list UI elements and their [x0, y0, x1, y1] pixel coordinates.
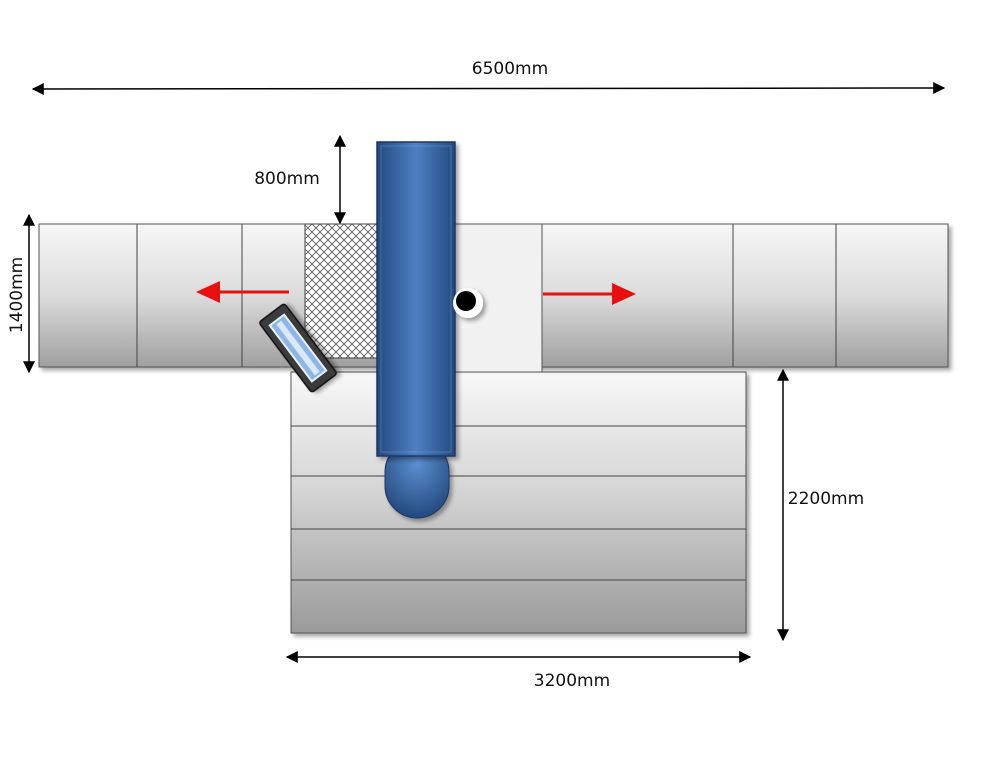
pivot-dot-icon	[453, 288, 483, 318]
dimension-total-width	[31, 82, 946, 95]
label-overhang: 800mm	[254, 169, 320, 189]
hatched-zone	[304, 223, 378, 359]
lower-table	[290, 371, 747, 634]
label-table-width: 3200mm	[534, 671, 610, 691]
robot-arm	[376, 141, 456, 519]
red-left-arrow-icon	[196, 281, 289, 303]
belt-conveyor	[38, 223, 949, 373]
scanner-icon	[259, 303, 337, 393]
red-right-arrow-icon	[543, 283, 636, 305]
label-belt-width: 1400mm	[7, 257, 27, 333]
label-table-depth: 2200mm	[788, 489, 864, 509]
label-total-width: 6500mm	[472, 59, 548, 79]
